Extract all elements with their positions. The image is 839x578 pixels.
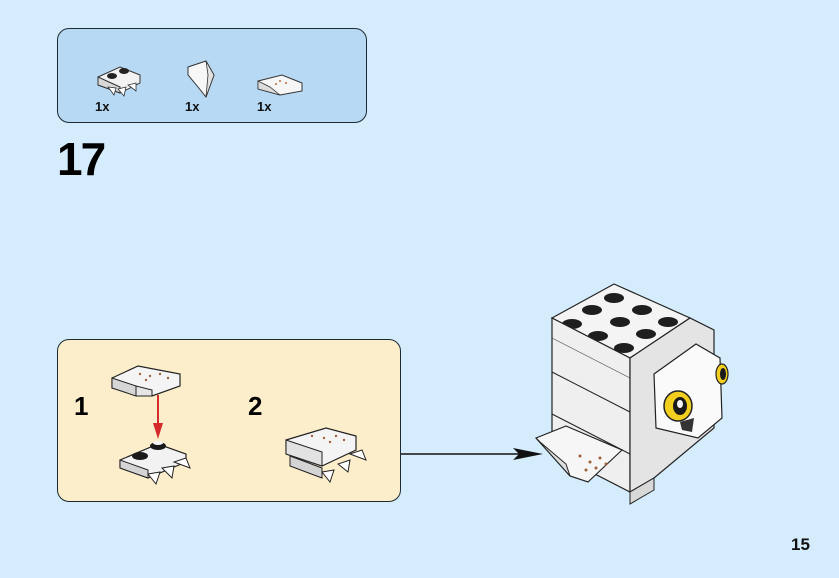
part-plate-with-teeth-icon xyxy=(94,61,146,97)
page-number: 15 xyxy=(791,535,810,554)
owl-model-illustration xyxy=(530,278,740,513)
curved-slope-piece-illustration xyxy=(108,360,188,409)
attach-arrow-icon xyxy=(401,446,546,467)
parts-list-callout: 1x 1x 1x xyxy=(57,28,367,123)
substep-number: 2 xyxy=(248,391,263,421)
part-curved-slope-icon xyxy=(256,71,308,99)
part-quantity: 1x xyxy=(257,99,272,114)
red-down-arrow-icon xyxy=(152,395,164,446)
part-quantity: 1x xyxy=(185,99,200,114)
substep-number: 1 xyxy=(74,391,89,421)
part-wedge-icon xyxy=(184,57,218,101)
subassembly-callout: 1 2 xyxy=(57,339,401,502)
part-quantity: 1x xyxy=(95,99,110,114)
step-number: 17 xyxy=(57,133,106,185)
plate-with-teeth-illustration xyxy=(118,432,198,493)
combined-subassembly-illustration xyxy=(282,420,370,491)
